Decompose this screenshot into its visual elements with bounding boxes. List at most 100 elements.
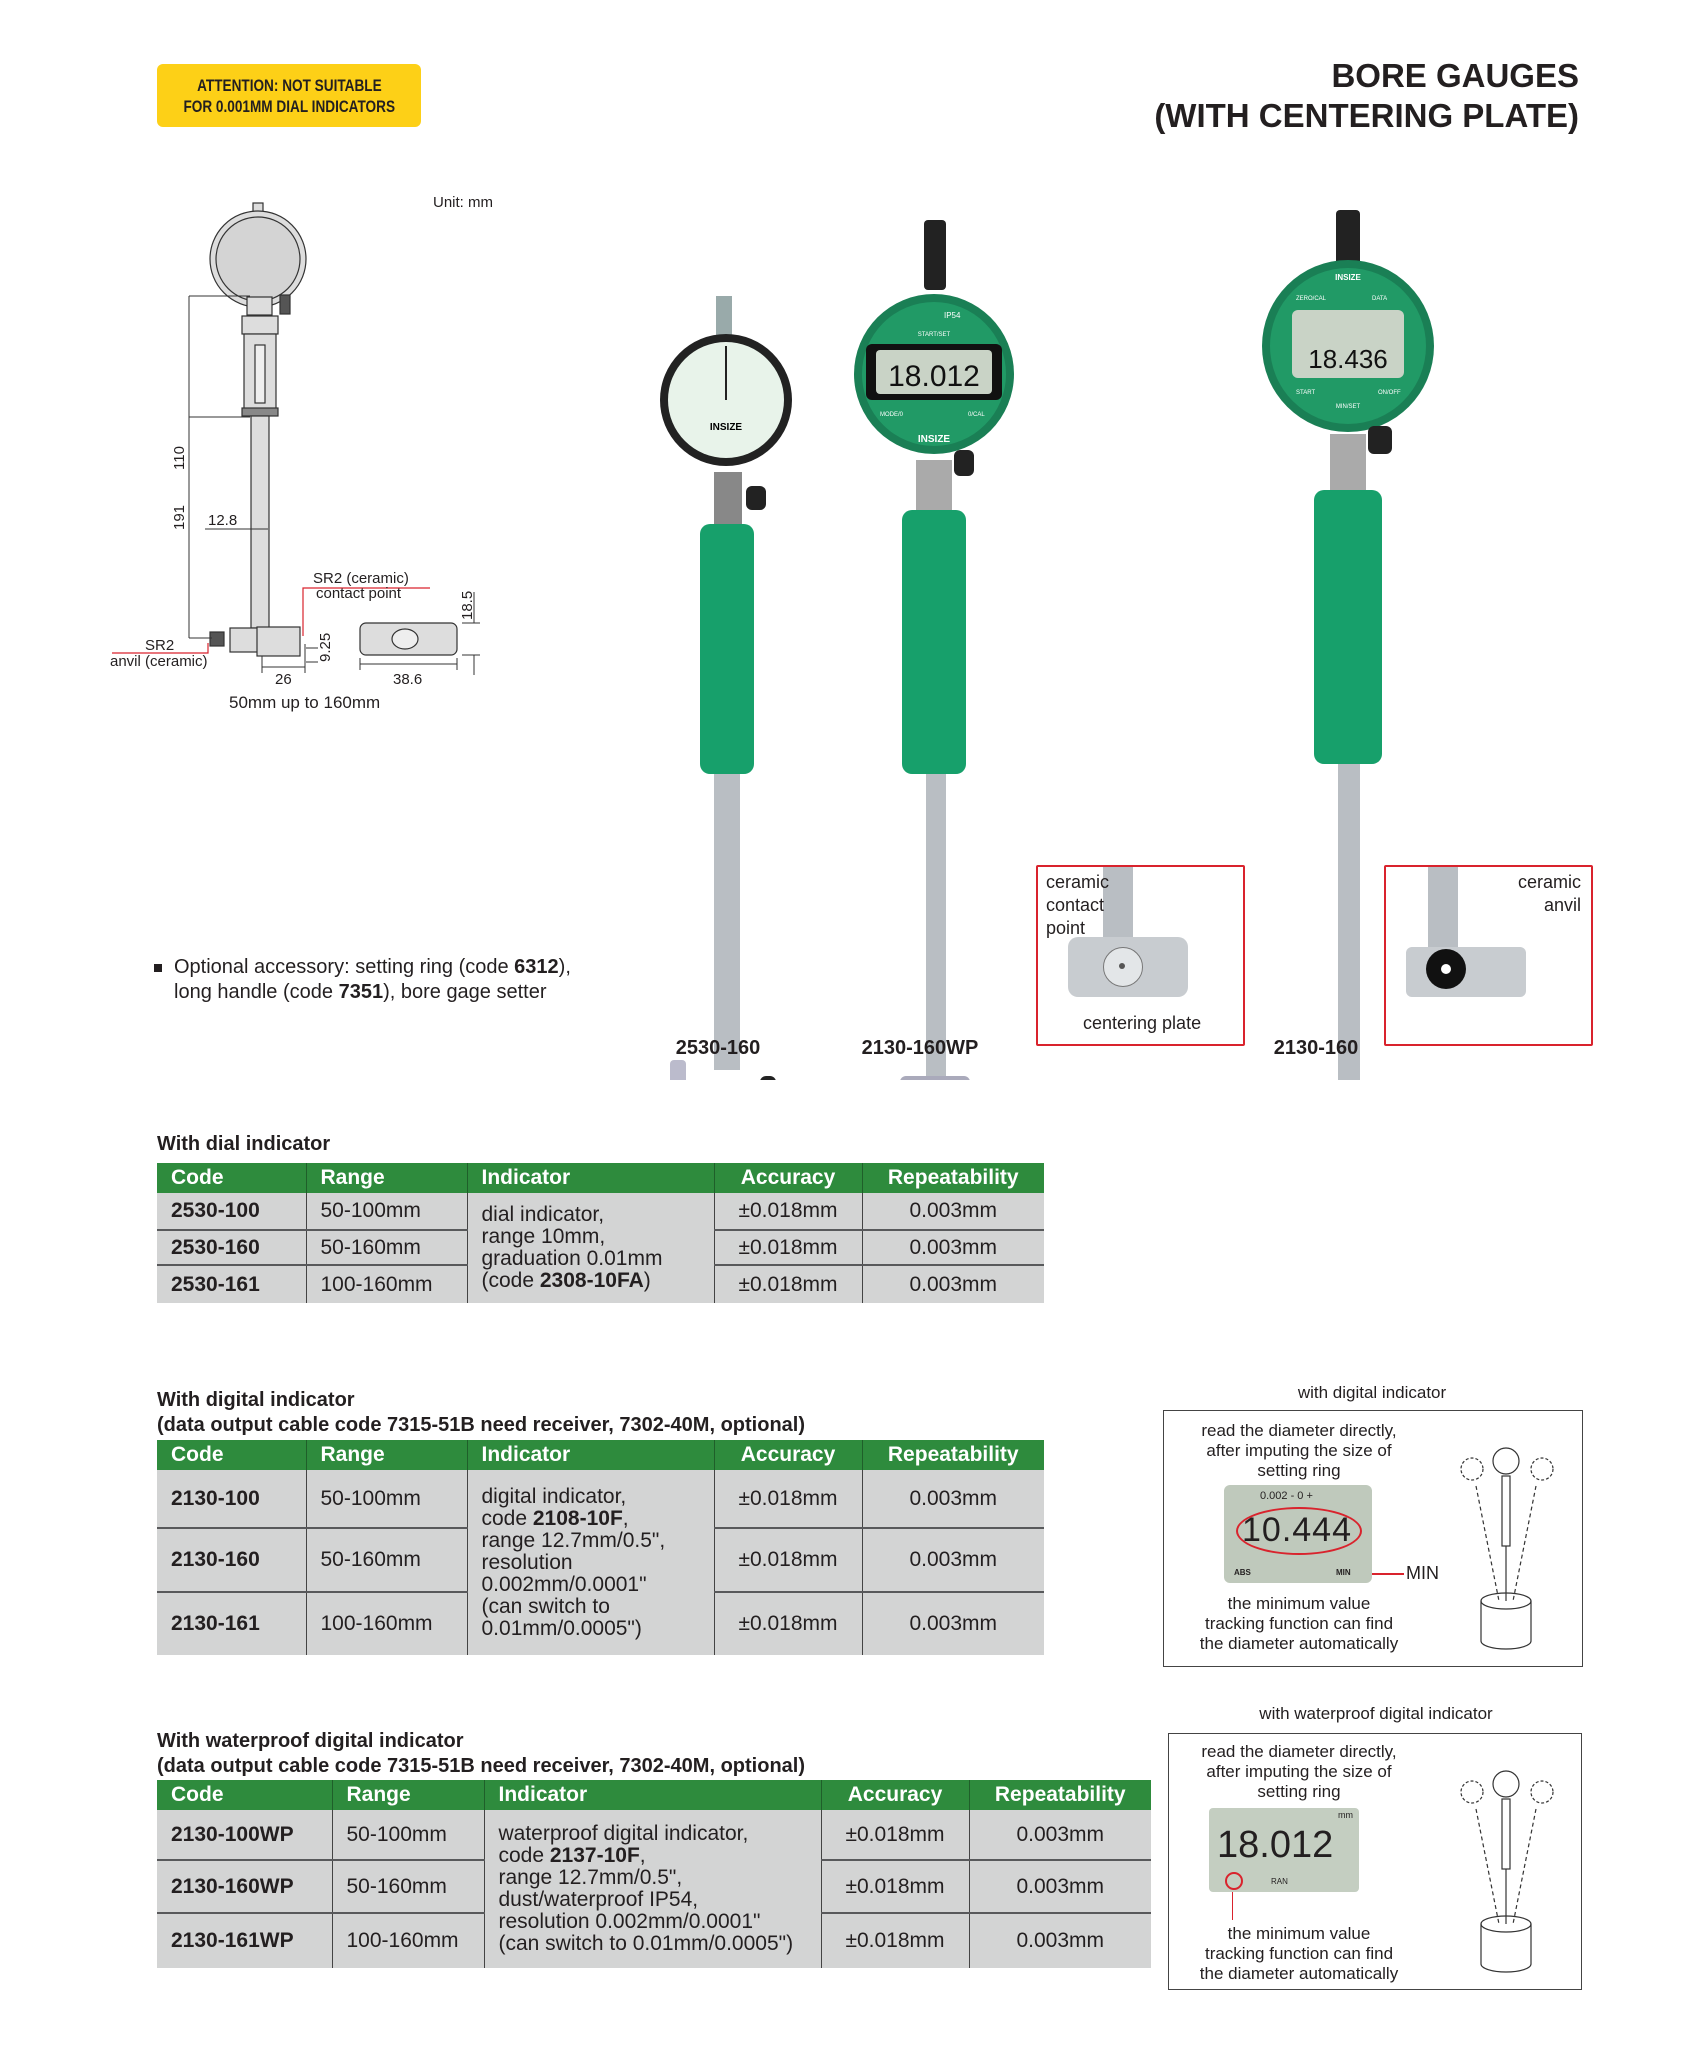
cell-accuracy: ±0.018mm — [820, 1912, 969, 1968]
title-line-1: BORE GAUGES — [1331, 57, 1579, 94]
col-range: Range — [305, 1163, 467, 1193]
dim-38-6: 38.6 — [393, 671, 422, 688]
indicator-code: 2308-10FA — [539, 1269, 644, 1292]
text: ) — [643, 1269, 651, 1292]
indicator-line: range 10mm, — [481, 1225, 606, 1248]
text-line: tracking function can find — [1204, 1944, 1394, 1963]
table-row: 2130-100WP 50-100mm waterproof digital i… — [157, 1810, 1151, 1968]
indicator-line: waterproof digital indicator, — [498, 1822, 749, 1845]
lcd-display: mm 18.012 RAN — [1209, 1808, 1359, 1892]
brand-logo: INSIZE — [918, 434, 951, 445]
contact-point-label-2: contact point — [316, 585, 402, 602]
cell-code: 2530-161 — [157, 1264, 306, 1303]
digital-bore-gauge: INSIZE ZERO/CAL DATA 18.436 START MIN/SE… — [1262, 210, 1434, 1080]
contact-point-label-1: SR2 (ceramic) — [313, 570, 409, 587]
green-handle — [700, 524, 754, 774]
anvil-callout: ceramic anvil — [1384, 865, 1593, 1046]
lcd-unit: mm — [1338, 1810, 1353, 1820]
unit-label: Unit: mm — [433, 194, 493, 211]
text-line: the minimum value — [1227, 1594, 1371, 1613]
indicator-line: resolution — [481, 1550, 573, 1574]
dim-18-5: 18.5 — [459, 591, 476, 620]
cell-accuracy: ±0.018mm — [713, 1229, 862, 1265]
cell-accuracy: ±0.018mm — [713, 1470, 862, 1528]
indicator-line: 0.002mm/0.0001" — [481, 1572, 647, 1596]
col-range: Range — [331, 1780, 484, 1810]
indicator-code: 2137-10F — [549, 1844, 640, 1867]
green-handle — [1314, 490, 1382, 764]
table-row: 2130-161 100-160mm ±0.018mm 0.003mm — [157, 1591, 1044, 1655]
col-code: Code — [157, 1780, 332, 1810]
cell-range: 50-100mm — [331, 1810, 484, 1860]
lcd-min: MIN — [1336, 1568, 1351, 1577]
dim-26: 26 — [275, 671, 292, 688]
table-header: Code Range Indicator Accuracy Repeatabil… — [157, 1440, 1044, 1470]
indicator-line: (can switch to 0.01mm/0.0005") — [498, 1932, 794, 1955]
cell-accuracy: ±0.018mm — [713, 1527, 862, 1592]
start-key: START — [1296, 390, 1315, 396]
zero-cal-key: 0/CAL — [968, 412, 985, 418]
ceramic-contact-point-label: ceramic contact point — [1046, 871, 1109, 940]
text-line: setting ring — [1257, 1461, 1341, 1480]
table-row: 2130-160 50-160mm ±0.018mm 0.003mm — [157, 1527, 1044, 1592]
cell-code: 2130-161 — [157, 1591, 306, 1655]
waterproof-callout-box: read the diameter directly, after imputi… — [1168, 1733, 1582, 1990]
centering-plate-label: centering plate — [1083, 1013, 1202, 1033]
data-key: DATA — [1372, 296, 1387, 302]
callout-top-text: read the diameter directly, after imputi… — [1174, 1421, 1424, 1481]
attention-line-1: ATTENTION: NOT SUITABLE — [196, 75, 382, 95]
label-line: anvil — [1543, 895, 1581, 915]
technical-drawing: 110 191 12.8 18.5 9.25 26 38.6 SR2 (cera… — [110, 202, 480, 712]
digital-table-heading: With digital indicator (data output cabl… — [157, 1388, 805, 1438]
cell-range: 50-100mm — [305, 1470, 467, 1528]
green-handle — [902, 510, 966, 774]
cell-code: 2530-160 — [157, 1229, 306, 1265]
cell-repeatability: 0.003mm — [861, 1470, 1044, 1528]
highlight-ring — [1225, 1872, 1243, 1890]
cell-range: 100-160mm — [305, 1591, 467, 1655]
text-line: the diameter automatically — [1199, 1964, 1399, 1983]
ip54-label: IP54 — [944, 311, 961, 320]
waterproof-indicator-table: Code Range Indicator Accuracy Repeatabil… — [157, 1780, 1151, 1968]
cell-range: 50-100mm — [305, 1193, 467, 1230]
text-line: read the diameter directly, — [1201, 1421, 1397, 1440]
cell-range: 50-160mm — [305, 1229, 467, 1265]
digital-callout-title: with digital indicator — [1297, 1383, 1447, 1402]
cell-repeatability: 0.003mm — [861, 1591, 1044, 1655]
text-line: after imputing the size of — [1206, 1762, 1392, 1781]
label-line: contact — [1046, 895, 1105, 915]
label-line: ceramic — [1517, 872, 1581, 892]
indicator-line: dust/waterproof IP54, — [498, 1888, 699, 1911]
product-label-2130-160wp: 2130-160WP — [861, 1037, 979, 1059]
cell-repeatability: 0.003mm — [861, 1229, 1044, 1265]
text: , — [639, 1844, 646, 1867]
indicator-line: (code 2308-10FA) — [482, 1270, 700, 1292]
cell-code: 2130-100WP — [157, 1810, 332, 1860]
title-line-2: (WITH CENTERING PLATE) — [1154, 97, 1579, 134]
cell-repeatability: 0.003mm — [968, 1810, 1151, 1860]
text-line: tracking function can find — [1204, 1614, 1394, 1633]
brand-logo: INSIZE — [1335, 273, 1361, 282]
waterproof-callout-title: with waterproof digital indicator — [1259, 1704, 1493, 1723]
mode-key: MODE/0 — [880, 412, 904, 418]
text: (code — [481, 1269, 540, 1292]
waterproof-table-heading: With waterproof digital indicator (data … — [157, 1729, 805, 1779]
callout-bottom-text: the minimum value tracking function can … — [1174, 1594, 1424, 1654]
digital-indicator-table: Code Range Indicator Accuracy Repeatabil… — [157, 1440, 1044, 1655]
dim-9-25: 9.25 — [317, 633, 334, 662]
text: code — [498, 1844, 550, 1867]
digital-callout-box: read the diameter directly, after imputi… — [1163, 1410, 1583, 1667]
cell-code: 2130-160 — [157, 1527, 306, 1592]
indicator-line: code 2137-10F, — [499, 1845, 807, 1867]
indicator-line: 0.01mm/0.0005") — [481, 1616, 642, 1640]
cell-indicator: digital indicator, code 2108-10F, range … — [466, 1470, 714, 1655]
col-range: Range — [305, 1440, 467, 1470]
text-line: setting ring — [1257, 1782, 1341, 1801]
lcd-display: 0.002 - 0 + 10.444 ABS MIN — [1224, 1485, 1372, 1583]
cell-range: 50-160mm — [331, 1859, 484, 1913]
cell-accuracy: ±0.018mm — [713, 1264, 862, 1303]
dim-12-8: 12.8 — [208, 512, 237, 529]
cell-code: 2130-161WP — [157, 1912, 332, 1968]
cell-repeatability: 0.003mm — [861, 1264, 1044, 1303]
col-accuracy: Accuracy — [713, 1440, 862, 1470]
